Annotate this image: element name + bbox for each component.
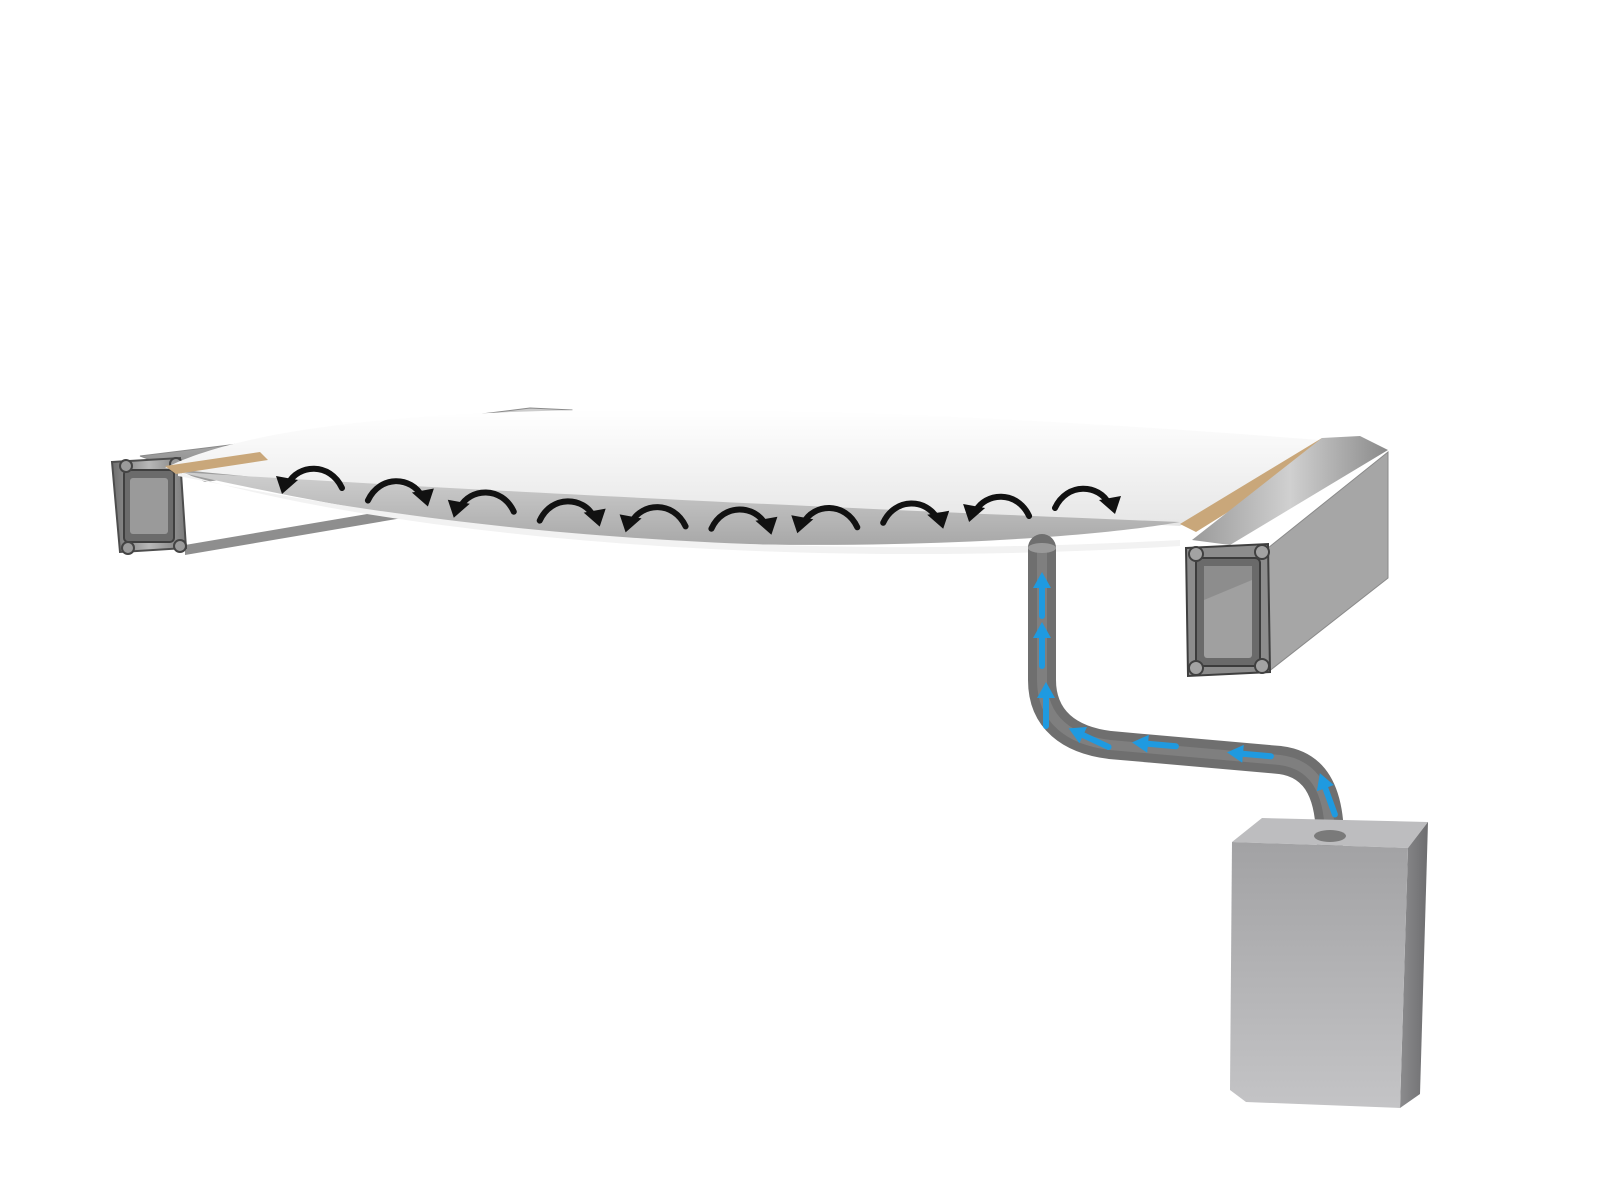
air-supply-pipe — [1028, 534, 1344, 854]
right-aluminium-profile — [1184, 436, 1389, 678]
curved-arrow-icon — [364, 478, 434, 507]
blue-arrow-icon — [1068, 726, 1112, 750]
curved-arrow-icon — [1052, 485, 1121, 514]
curved-arrow-icon — [447, 489, 517, 518]
curved-arrow-icon — [619, 504, 689, 533]
blue-arrow-icon — [1033, 572, 1051, 619]
blue-arrow-icon — [1132, 734, 1179, 753]
curved-arrow-icon — [536, 498, 606, 527]
curved-arrow-icon — [963, 493, 1033, 522]
curved-arrow-icon — [708, 506, 778, 535]
cushion-membrane — [165, 409, 1334, 555]
blue-arrow-icon — [1037, 682, 1055, 729]
circulation-arrows — [276, 465, 1121, 535]
supply-arrows — [1033, 572, 1338, 818]
left-edge-strip — [165, 452, 268, 474]
curved-arrow-icon — [276, 465, 345, 494]
blue-arrow-icon — [1316, 773, 1338, 818]
curved-arrow-icon — [791, 505, 861, 534]
curved-arrow-icon — [880, 500, 950, 529]
blue-arrow-icon — [1227, 744, 1274, 763]
blower-unit — [1230, 818, 1428, 1108]
blue-arrow-icon — [1033, 622, 1051, 669]
